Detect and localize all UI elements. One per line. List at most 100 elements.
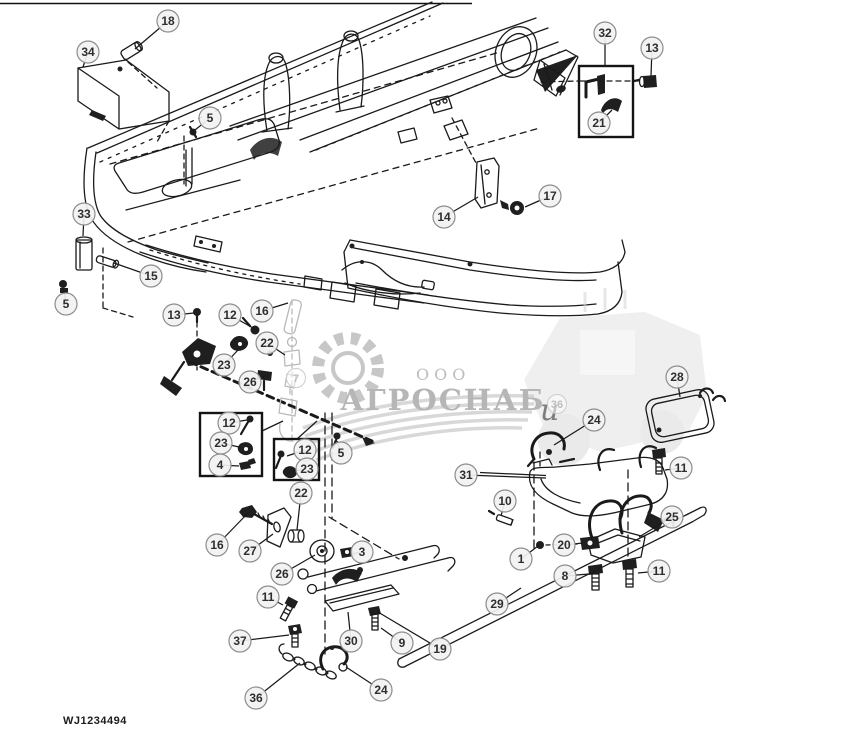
svg-text:26: 26: [275, 567, 289, 581]
callout-12: 12: [218, 303, 242, 327]
svg-text:22: 22: [260, 336, 274, 350]
svg-text:24: 24: [587, 413, 601, 427]
callout-12: 12: [217, 411, 241, 435]
callout-5: 5: [198, 106, 222, 130]
svg-text:5: 5: [338, 446, 345, 460]
svg-text:23: 23: [217, 358, 231, 372]
callout-22: 22: [255, 331, 279, 355]
svg-text:20: 20: [557, 538, 571, 552]
callout-16: 16: [205, 533, 229, 557]
callout-23: 23: [295, 457, 319, 481]
callout-28: 28: [665, 365, 689, 389]
callout-12: 12: [293, 438, 317, 462]
callout-22: 22: [289, 481, 313, 505]
callout-8: 8: [553, 564, 577, 588]
callout-15: 15: [139, 264, 163, 288]
svg-text:11: 11: [653, 564, 666, 578]
svg-text:15: 15: [144, 269, 158, 283]
callout-23: 23: [212, 353, 236, 377]
svg-text:11: 11: [262, 590, 275, 604]
callout-37: 37: [228, 629, 252, 653]
svg-text:3: 3: [359, 545, 366, 559]
svg-text:28: 28: [670, 370, 684, 384]
svg-text:16: 16: [255, 304, 269, 318]
svg-text:23: 23: [300, 462, 314, 476]
detail-box-32: [577, 64, 635, 139]
svg-text:31: 31: [459, 468, 473, 482]
svg-text:33: 33: [77, 207, 91, 221]
svg-text:7: 7: [293, 373, 299, 385]
ghost-callout-36: 36: [547, 394, 567, 414]
svg-text:32: 32: [598, 26, 612, 40]
gear-watermark-icon: [312, 332, 384, 404]
svg-text:12: 12: [298, 443, 312, 457]
watermark-company-name: АГРОСНАБ: [340, 383, 546, 417]
callout-16: 16: [250, 299, 274, 323]
watermark: ООО АГРОСНАБ u: [302, 288, 707, 466]
callout-24: 24: [582, 408, 606, 432]
svg-text:12: 12: [222, 416, 236, 430]
callout-24: 24: [369, 678, 393, 702]
callout-11: 11: [669, 456, 693, 480]
svg-text:25: 25: [665, 510, 679, 524]
svg-text:23: 23: [214, 436, 228, 450]
callout-21: 21: [587, 111, 611, 135]
callout-23: 23: [209, 431, 233, 455]
svg-text:9: 9: [399, 636, 406, 650]
callout-26: 26: [270, 562, 294, 586]
svg-text:1: 1: [518, 552, 525, 566]
ghost-callout-7: 7: [286, 368, 306, 388]
svg-text:36: 36: [551, 399, 563, 411]
callout-20: 20: [552, 533, 576, 557]
svg-text:17: 17: [543, 189, 557, 203]
svg-text:18: 18: [161, 14, 175, 28]
svg-text:13: 13: [645, 41, 659, 55]
callout-32: 32: [593, 21, 617, 45]
callout-10: 10: [493, 489, 517, 513]
callout-30: 30: [339, 629, 363, 653]
callout-9: 9: [390, 631, 414, 655]
svg-text:29: 29: [490, 597, 504, 611]
svg-text:8: 8: [562, 569, 569, 583]
callout-14: 14: [432, 205, 456, 229]
callout-33: 33: [72, 202, 96, 226]
svg-text:22: 22: [294, 486, 308, 500]
callout-29: 29: [485, 592, 509, 616]
svg-text:11: 11: [675, 461, 688, 475]
svg-text:19: 19: [433, 642, 447, 656]
watermark-company-prefix: ООО: [416, 365, 470, 384]
callout-31: 31: [454, 463, 478, 487]
callout-34: 34: [76, 40, 100, 64]
svg-text:27: 27: [243, 544, 257, 558]
drawing-part-code: WJ1234494: [63, 715, 127, 727]
svg-text:13: 13: [167, 308, 181, 322]
callout-5: 5: [54, 292, 78, 316]
callout-1: 1: [509, 547, 533, 571]
callout-19: 19: [428, 637, 452, 661]
callout-3: 3: [350, 540, 374, 564]
harvester-watermark-image: [524, 288, 707, 466]
svg-text:12: 12: [223, 308, 237, 322]
callout-11: 11: [647, 559, 671, 583]
callout-11: 11: [256, 585, 280, 609]
svg-text:30: 30: [344, 634, 358, 648]
svg-text:34: 34: [81, 45, 95, 59]
svg-text:14: 14: [437, 210, 451, 224]
svg-text:36: 36: [249, 691, 263, 705]
detail-box-2: [272, 437, 321, 482]
svg-text:26: 26: [243, 375, 257, 389]
svg-text:5: 5: [63, 297, 70, 311]
callout-25: 25: [660, 505, 684, 529]
svg-text:24: 24: [374, 683, 388, 697]
callout-17: 17: [538, 184, 562, 208]
callout-27: 27: [238, 539, 262, 563]
svg-text:16: 16: [210, 538, 224, 552]
svg-text:37: 37: [233, 634, 247, 648]
callout-4: 4: [208, 453, 232, 477]
callout-26: 26: [238, 370, 262, 394]
svg-text:4: 4: [217, 458, 224, 472]
svg-text:10: 10: [498, 494, 512, 508]
callout-13: 13: [640, 36, 664, 60]
